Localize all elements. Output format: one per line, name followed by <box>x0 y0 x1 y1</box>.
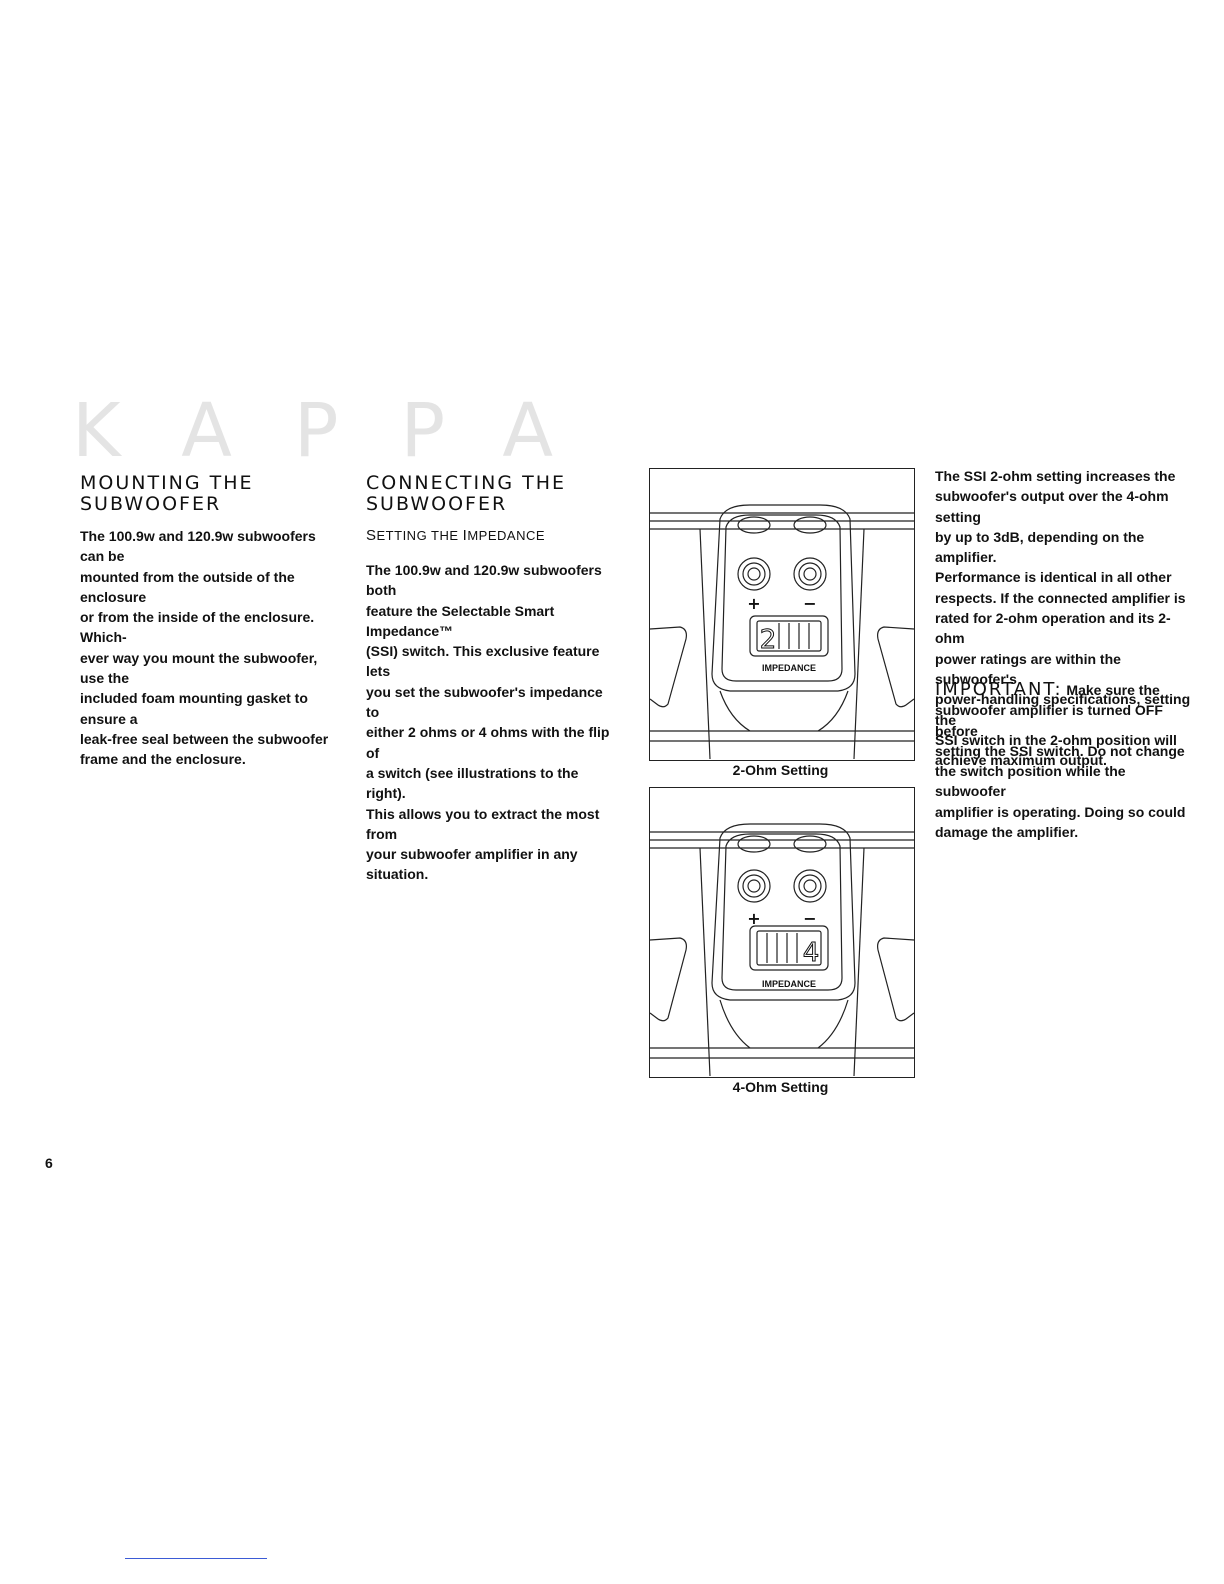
body-line: feature the Selectable Smart Impedance™ <box>366 602 555 639</box>
heading-line: MOUNTING THE <box>80 472 254 494</box>
body-line: achieve maximum output. <box>935 752 1107 769</box>
subhead-text: ETTING THE <box>376 528 463 543</box>
body-line: This allows you to extract the most from <box>366 805 600 842</box>
body-line: respects. If the connected amplifier is <box>935 589 1186 606</box>
heading-line: SUBWOOFER <box>366 493 508 515</box>
minus-label: − <box>803 594 816 613</box>
body-line: you set the subwoofer's impedance to <box>366 683 603 721</box>
body-line: the switch position while the subwoofer <box>935 763 1126 800</box>
body-line: ever way you mount the subwoofer, use th… <box>80 649 318 687</box>
body-line: frame and the enclosure. <box>80 751 246 768</box>
page-number: 6 <box>45 1155 53 1171</box>
impedance-label: IMPEDANCE <box>762 979 816 989</box>
setting-impedance-subhead: SETTING THE IMPEDANCE <box>366 527 545 544</box>
important-note: IMPORTANT: Make sure the subwoofer ampli… <box>935 679 1195 842</box>
plus-label: + <box>747 909 760 928</box>
figure-caption-4-ohm: 4-Ohm Setting <box>732 1079 829 1095</box>
impedance-digit: 2 <box>760 625 777 655</box>
mounting-heading: MOUNTING THE SUBWOOFER <box>80 473 254 515</box>
body-line: setting the SSI switch. Do not change <box>935 742 1185 759</box>
impedance-digit: 4 <box>803 938 820 968</box>
watermark: KAPPA <box>72 388 612 468</box>
heading-line: SUBWOOFER <box>80 493 222 515</box>
subhead-cap: I <box>462 527 468 544</box>
body-line: mounted from the outside of the enclosur… <box>80 568 295 605</box>
body-line: power ratings are within the subwoofer's <box>935 650 1121 687</box>
figure-caption-2-ohm: 2-Ohm Setting <box>732 762 829 778</box>
body-line: your subwoofer amplifier in any situatio… <box>366 846 578 883</box>
body-line: damage the amplifier. <box>935 824 1079 841</box>
body-line: included foam mounting gasket to ensure … <box>80 690 308 727</box>
heading-line: CONNECTING THE <box>366 472 567 494</box>
body-line: a switch (see illustrations to the right… <box>366 764 579 802</box>
body-line: Performance is identical in all other <box>935 569 1172 586</box>
important-first-text: Make sure the <box>1062 682 1160 698</box>
plus-label: + <box>747 594 760 613</box>
important-label: IMPORTANT: <box>935 679 1063 700</box>
impedance-label: IMPEDANCE <box>762 663 816 673</box>
minus-label: − <box>803 909 816 928</box>
body-line: rated for 2-ohm operation and its 2-ohm <box>935 610 1171 647</box>
divider-line <box>125 1558 267 1559</box>
body-line: either 2 ohms or 4 ohms with the flip of <box>366 724 610 761</box>
body-line: leak-free seal between the subwoofer <box>80 730 329 747</box>
figure-2-ohm: + − 2 IMPEDANCE <box>649 468 915 761</box>
subhead-cap: S <box>366 527 377 544</box>
subhead-text: MPEDANCE <box>467 528 546 543</box>
body-line: The 100.9w and 120.9w subwoofers both <box>366 562 602 599</box>
body-line: SSI switch in the 2-ohm position will <box>935 731 1177 748</box>
body-line: subwoofer's output over the 4-ohm settin… <box>935 488 1169 525</box>
ssi-switch-illustration-4-ohm: + − 4 IMPEDANCE <box>650 823 914 1077</box>
body-line: (SSI) switch. This exclusive feature let… <box>366 643 600 680</box>
ssi-explanation-body: The SSI 2-ohm setting increases the subwo… <box>935 466 1195 770</box>
body-line: by up to 3dB, depending on the amplifier… <box>935 528 1145 566</box>
figure-4-ohm: + − 4 IMPEDANCE <box>649 787 915 1078</box>
body-line: subwoofer amplifier is turned OFF before <box>935 702 1163 739</box>
ssi-switch-illustration-2-ohm: + − 2 IMPEDANCE <box>650 504 914 760</box>
body-line: The 100.9w and 120.9w subwoofers can be <box>80 528 316 565</box>
body-line: The SSI 2-ohm setting increases the <box>935 468 1176 484</box>
body-line: amplifier is operating. Doing so could <box>935 803 1186 820</box>
important-first-line: IMPORTANT: Make sure the <box>935 679 1195 700</box>
body-line: or from the inside of the enclosure. Whi… <box>80 609 315 646</box>
connecting-heading: CONNECTING THE SUBWOOFER <box>366 473 566 515</box>
body-line: power-handling specifications, setting t… <box>935 691 1191 728</box>
